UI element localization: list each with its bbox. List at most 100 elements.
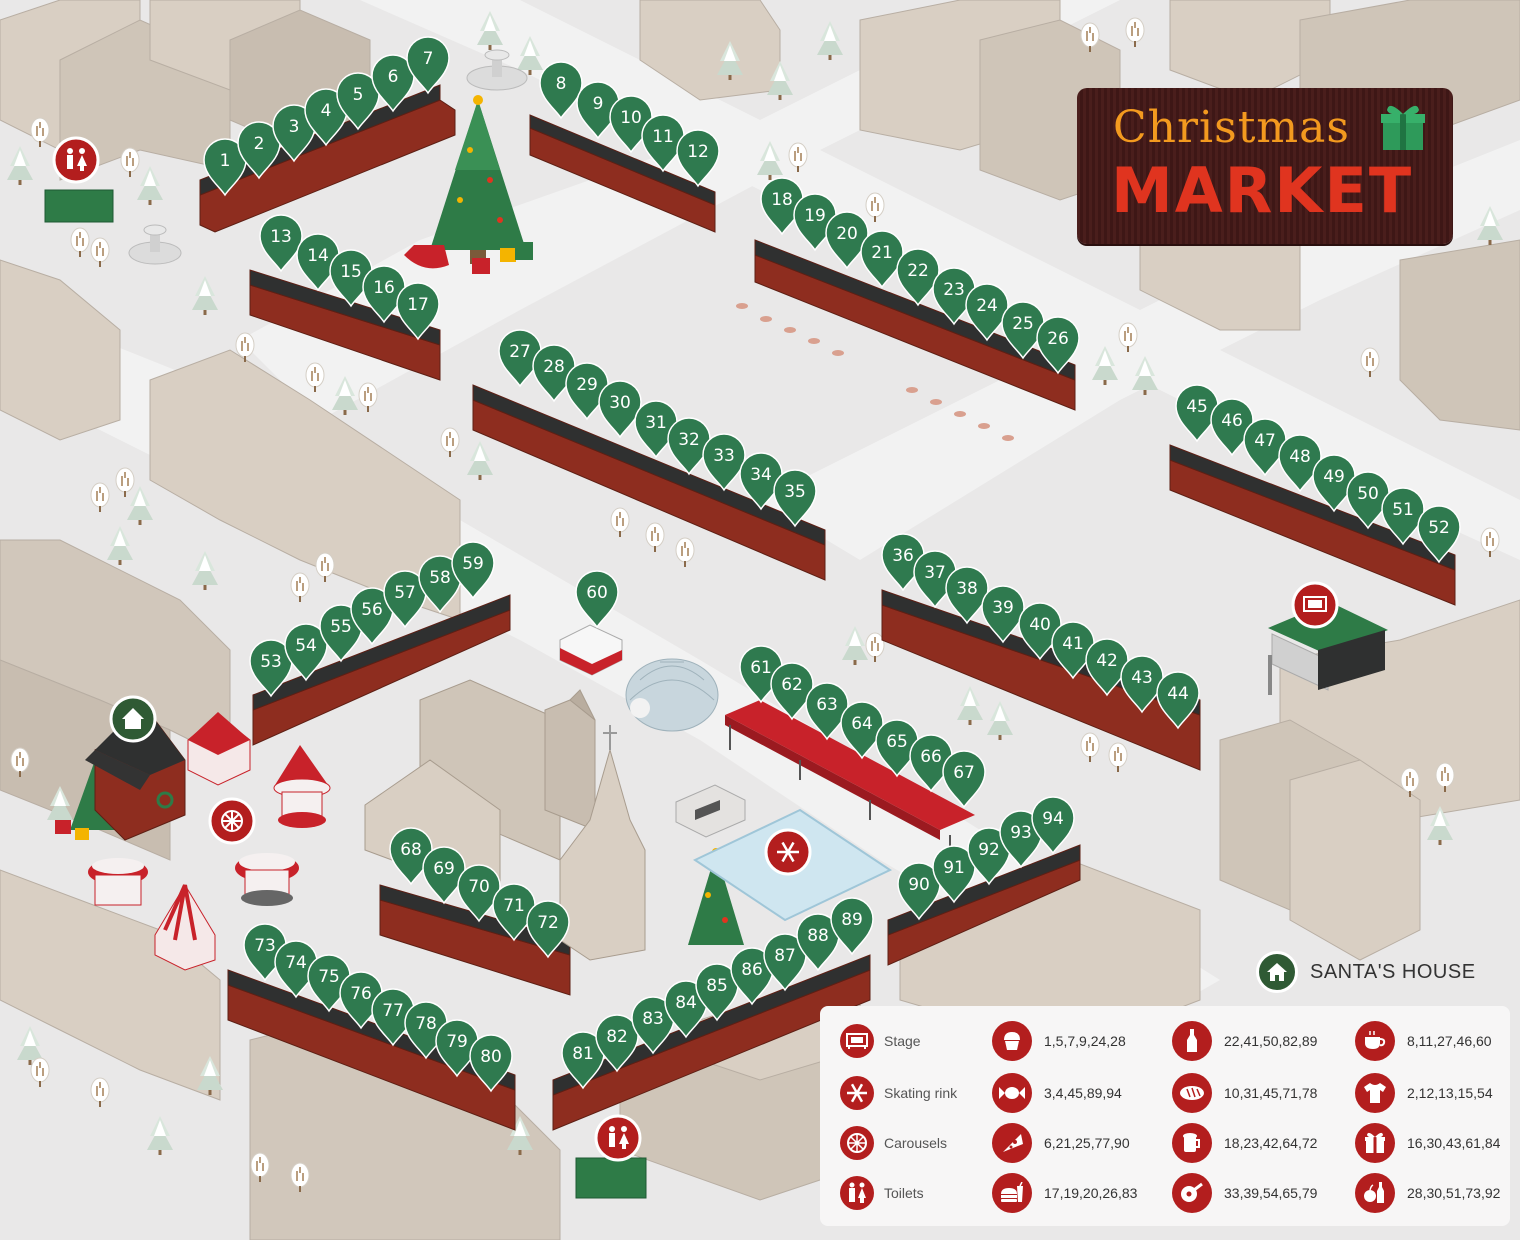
- stall-pins: 1234567891011121314151617181920212223242…: [203, 36, 1461, 1093]
- stall-pin-35[interactable]: 35: [773, 469, 817, 528]
- stall-pin-7[interactable]: 7: [406, 36, 450, 95]
- stall-pin-83[interactable]: 83: [631, 996, 675, 1055]
- stall-pin-54[interactable]: 54: [284, 623, 328, 682]
- stall-pin-16[interactable]: 16: [362, 265, 406, 324]
- stall-pin-2[interactable]: 2: [237, 121, 281, 180]
- stall-pin-92[interactable]: 92: [967, 827, 1011, 886]
- toilets-marker[interactable]: [52, 136, 100, 184]
- stall-pin-5[interactable]: 5: [336, 72, 380, 131]
- pizza-icon: [992, 1123, 1032, 1163]
- stall-pin-65[interactable]: 65: [875, 719, 919, 778]
- stall-pin-33[interactable]: 33: [702, 433, 746, 492]
- toilets-marker[interactable]: [594, 1114, 642, 1162]
- legend-item-toilets: Toilets: [840, 1168, 924, 1218]
- stall-pin-67[interactable]: 67: [942, 750, 986, 809]
- stall-pin-49[interactable]: 49: [1312, 454, 1356, 513]
- stall-pin-94[interactable]: 94: [1031, 796, 1075, 855]
- stall-pin-81[interactable]: 81: [561, 1031, 605, 1090]
- stall-pin-87[interactable]: 87: [763, 933, 807, 992]
- stall-pin-72[interactable]: 72: [526, 900, 570, 959]
- skating-rink-marker[interactable]: [764, 828, 812, 876]
- stall-pin-11[interactable]: 11: [641, 114, 685, 173]
- stall-pin-15[interactable]: 15: [329, 249, 373, 308]
- igloo-dome: [625, 658, 719, 732]
- stall-pin-93[interactable]: 93: [999, 810, 1043, 869]
- stage: [1268, 602, 1388, 695]
- stall-pin-89[interactable]: 89: [830, 897, 874, 956]
- stall-number: 83: [642, 1009, 664, 1029]
- stall-pin-70[interactable]: 70: [457, 864, 501, 923]
- stall-pin-63[interactable]: 63: [805, 682, 849, 741]
- red-tent: [187, 712, 251, 786]
- stall-pin-82[interactable]: 82: [595, 1014, 639, 1073]
- stall-pin-43[interactable]: 43: [1120, 655, 1164, 714]
- santas-house-marker[interactable]: [109, 695, 157, 743]
- stall-pin-41[interactable]: 41: [1051, 621, 1095, 680]
- stall-pin-62[interactable]: 62: [770, 662, 814, 721]
- legend-item-bottle: 22,41,50,82,89: [1172, 1016, 1317, 1066]
- stage-marker[interactable]: [1291, 581, 1339, 629]
- stall-pin-80[interactable]: 80: [469, 1034, 513, 1093]
- stall-pin-85[interactable]: 85: [695, 963, 739, 1022]
- stall-pin-76[interactable]: 76: [339, 971, 383, 1030]
- legend-row: Skating rink 3,4,45,89,94 10,31,45,71,78…: [820, 1068, 1510, 1118]
- legend-stalls: 17,19,20,26,83: [1044, 1185, 1138, 1201]
- stall-pin-1[interactable]: 1: [203, 138, 247, 197]
- stall-number: 32: [678, 430, 700, 450]
- stall-pin-23[interactable]: 23: [932, 267, 976, 326]
- fountain: [128, 49, 528, 265]
- carousels-marker[interactable]: [208, 797, 256, 845]
- stall-pin-22[interactable]: 22: [896, 248, 940, 307]
- stall-pin-38[interactable]: 38: [945, 566, 989, 625]
- stall-pin-60[interactable]: 60: [575, 570, 619, 629]
- stall-pin-47[interactable]: 47: [1243, 418, 1287, 477]
- stall-pin-58[interactable]: 58: [418, 555, 462, 614]
- stall-pin-59[interactable]: 59: [451, 541, 495, 600]
- stall-pin-32[interactable]: 32: [667, 417, 711, 476]
- stall-pin-3[interactable]: 3: [272, 104, 316, 163]
- snowflake-icon: [777, 841, 799, 863]
- carousel: [88, 745, 331, 971]
- stall-pin-84[interactable]: 84: [664, 980, 708, 1039]
- bread-icon: [1172, 1073, 1212, 1113]
- stall-number: 75: [318, 967, 340, 987]
- stall-pin-42[interactable]: 42: [1085, 638, 1129, 697]
- stall-pin-57[interactable]: 57: [383, 570, 427, 629]
- ham-icon: [1172, 1173, 1212, 1213]
- stall-pin-44[interactable]: 44: [1156, 671, 1200, 730]
- stall-number: 5: [353, 85, 364, 105]
- stall-pin-26[interactable]: 26: [1036, 316, 1080, 375]
- gift-icon: [1381, 105, 1425, 150]
- stall-pin-52[interactable]: 52: [1417, 505, 1461, 564]
- stall-pin-86[interactable]: 86: [730, 947, 774, 1006]
- stall-pin-17[interactable]: 17: [396, 282, 440, 341]
- stall-pin-20[interactable]: 20: [825, 211, 869, 270]
- stall-pin-53[interactable]: 53: [249, 639, 293, 698]
- stall-pin-66[interactable]: 66: [909, 734, 953, 793]
- stall-number: 1: [220, 151, 231, 171]
- stall-pin-34[interactable]: 34: [739, 452, 783, 511]
- stall-pin-6[interactable]: 6: [371, 54, 415, 113]
- stall-pin-91[interactable]: 91: [932, 845, 976, 904]
- stall-pin-56[interactable]: 56: [350, 587, 394, 646]
- burger-drink-icon: [992, 1173, 1032, 1213]
- stall-pin-77[interactable]: 77: [371, 988, 415, 1047]
- legend-item-gift: 16,30,43,61,84: [1355, 1118, 1500, 1168]
- stall-pin-30[interactable]: 30: [598, 380, 642, 439]
- stall-pin-4[interactable]: 4: [304, 88, 348, 147]
- stall-pin-13[interactable]: 13: [259, 214, 303, 273]
- stall-pin-25[interactable]: 25: [1001, 301, 1045, 360]
- stall-pin-12[interactable]: 12: [676, 129, 720, 188]
- stall-pin-55[interactable]: 55: [319, 604, 363, 663]
- stall-pin-75[interactable]: 75: [307, 954, 351, 1013]
- stall-pin-79[interactable]: 79: [435, 1019, 479, 1078]
- stall-pin-8[interactable]: 8: [539, 61, 583, 120]
- stall-pin-21[interactable]: 21: [860, 230, 904, 289]
- stage-icon: [1303, 596, 1327, 612]
- stall-pin-88[interactable]: 88: [796, 913, 840, 972]
- stall-pin-18[interactable]: 18: [760, 177, 804, 236]
- stall-pin-90[interactable]: 90: [897, 862, 941, 921]
- stall-pin-69[interactable]: 69: [422, 846, 466, 905]
- stall-pin-40[interactable]: 40: [1018, 602, 1062, 661]
- stall-number: 28: [543, 357, 565, 377]
